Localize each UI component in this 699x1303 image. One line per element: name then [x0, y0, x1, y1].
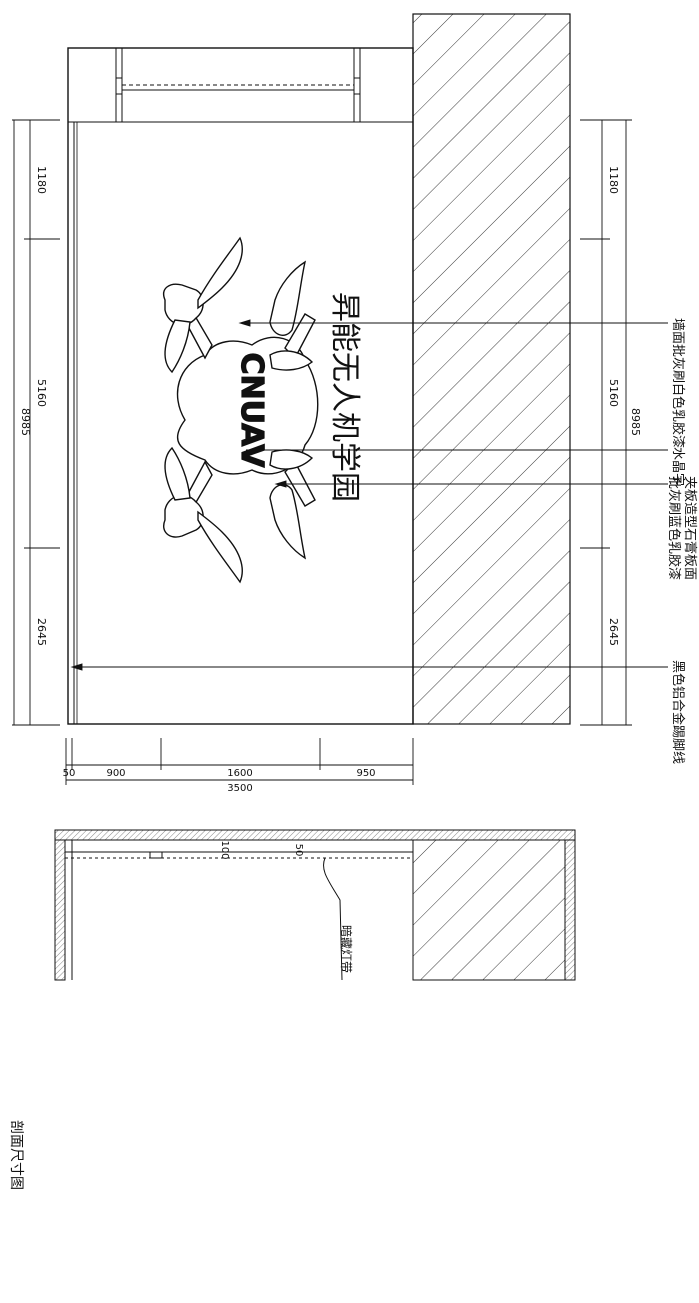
right-dim-total: 8985 — [629, 408, 642, 436]
main-title-text: 昇能无人机学园 — [327, 292, 362, 502]
left-dim-total: 8985 — [19, 408, 32, 436]
callout-crystal-letters: 水晶字 — [670, 447, 685, 486]
left-dim-2: 5160 — [35, 379, 48, 407]
elevation-view: CNUAV 昇能无人机学园 — [67, 13, 571, 725]
bottom-dim-1: 900 — [106, 768, 125, 779]
callout-plywood-gypsum: 夹板造型石膏板面 — [682, 476, 698, 580]
right-dim-1: 1180 — [607, 166, 620, 194]
callout-wall-paint: 墙面批灰刷白色乳胶漆 — [670, 318, 686, 448]
section-mark-100: 100 — [219, 840, 230, 859]
left-dim-1: 1180 — [35, 166, 48, 194]
bottom-dim-0: 50 — [63, 768, 76, 779]
top-opening — [115, 48, 361, 122]
right-dim-2: 5160 — [607, 379, 620, 407]
bottom-dimension-chain — [65, 738, 414, 785]
section-light-strip-label: 暗藏灯带 — [339, 925, 354, 973]
section-view — [54, 829, 576, 981]
bottom-dim-3: 950 — [356, 768, 375, 779]
callout-blue-paint: 批灰刷蓝色乳胶漆 — [666, 476, 682, 580]
section-mark-50: 50 — [293, 844, 304, 857]
callout-skirting: 黑色铝合金踢脚线 — [670, 660, 686, 764]
logo-text: CNUAV — [234, 353, 269, 469]
wall-panel — [67, 47, 414, 725]
bottom-dim-2: 1600 — [227, 768, 252, 779]
right-dimension-chain — [580, 119, 632, 726]
callout-leaders — [70, 319, 668, 671]
left-dimension-chain — [12, 119, 60, 726]
drone-graphic — [163, 236, 319, 584]
right-dim-3: 2645 — [607, 618, 620, 646]
left-dim-3: 2645 — [35, 618, 48, 646]
hatched-slab — [412, 13, 571, 725]
section-caption: 剖面尺寸图 — [8, 1120, 24, 1190]
bottom-dim-total: 3500 — [227, 783, 252, 794]
